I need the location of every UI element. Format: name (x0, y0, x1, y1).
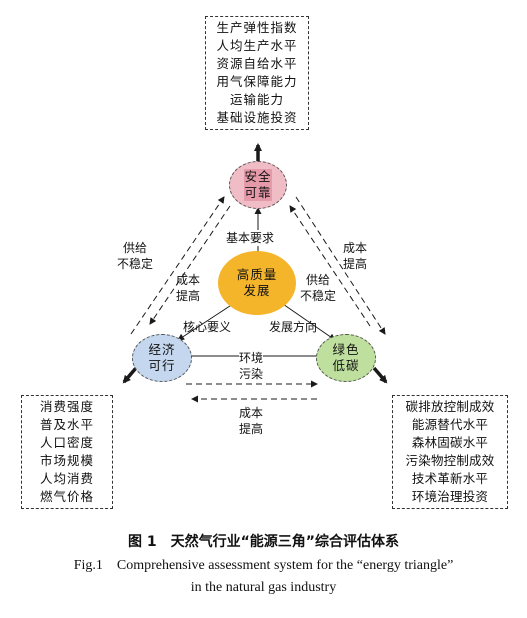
label-line: 供给 (123, 241, 148, 255)
indicator-text: 生产弹性指数 (216, 20, 298, 35)
indicator-text: 资源自给水平 (216, 56, 298, 71)
dashed-arrow-left-inner (149, 205, 231, 325)
figure-caption-english-line2: in the natural gas industry (190, 580, 337, 595)
indicator-text: 消费强度 (39, 399, 94, 414)
green-lowcarbon-node: 绿色 低碳 (316, 334, 376, 382)
label-line: 提高 (343, 257, 368, 271)
figure-caption-english-line1: Fig.1 Comprehensive assessment system fo… (73, 558, 454, 573)
label-line: 污染 (239, 367, 264, 381)
label-core-essence: 核心要义 (183, 320, 232, 334)
node-label: 安全 (244, 169, 272, 185)
node-label: 高质量 (236, 267, 278, 282)
label-basic-requirement: 基本要求 (224, 230, 277, 246)
indicator-text: 运输能力 (229, 92, 284, 107)
indicator-text: 人均生产水平 (216, 38, 298, 53)
arrow-center-to-economic (177, 301, 237, 341)
dashed-arrow-left-outer (130, 196, 225, 335)
indicator-text: 技术革新水平 (411, 471, 489, 486)
indicator-text: 人均消费 (39, 471, 94, 486)
arrow-green-to-right-box (372, 366, 388, 384)
label-supply-unstable-inner-right: 供给 不稳定 (300, 272, 336, 304)
label-line: 成本 (239, 406, 264, 420)
label-line: 提高 (239, 422, 264, 436)
label-line: 成本 (343, 241, 368, 255)
label-line: 不稳定 (300, 289, 337, 303)
indicator-text: 市场规模 (39, 453, 94, 468)
left-indicator-box: 消费强度 普及水平 人口密度 市场规模 人均消费 燃气价格 (21, 395, 113, 509)
top-indicator-box: 生产弹性指数 人均生产水平 资源自给水平 用气保障能力 运输能力 基础设施投资 (205, 16, 309, 130)
indicator-text: 燃气价格 (39, 489, 94, 504)
indicator-text: 环境治理投资 (411, 489, 489, 504)
label-development-direction: 发展方向 (269, 320, 318, 334)
node-label: 可靠 (244, 185, 272, 201)
node-label: 发展 (243, 283, 271, 298)
economic-feasible-node: 经济 可行 (132, 334, 192, 382)
node-label: 低碳 (332, 358, 360, 373)
high-quality-development-node: 高质量 发展 (218, 251, 296, 315)
label-line: 成本 (176, 273, 201, 287)
indicator-text: 森林固碳水平 (411, 435, 489, 450)
label-environmental-pollution: 环境 污染 (239, 350, 264, 382)
node-label: 经济 (148, 342, 176, 357)
safety-reliable-node: 安全 可靠 (229, 161, 287, 209)
label-line: 供给 (306, 273, 331, 287)
figure-caption-chinese: 图 1 天然气行业“能源三角”综合评估体系 (127, 534, 400, 550)
indicator-text: 碳排放控制成效 (405, 399, 495, 414)
arrow-center-to-green (279, 301, 336, 341)
node-label: 绿色 (332, 342, 360, 357)
label-line: 提高 (176, 289, 201, 303)
dashed-arrow-right-inner (289, 205, 371, 327)
label-cost-increase-outer-right: 成本 提高 (343, 240, 367, 272)
label-line: 不稳定 (117, 257, 154, 271)
indicator-text: 基础设施投资 (216, 110, 298, 125)
indicator-text: 用气保障能力 (216, 74, 298, 89)
label-cost-increase-bottom: 成本 提高 (239, 405, 263, 437)
label-supply-unstable-outer: 供给 不稳定 (117, 240, 153, 272)
indicator-text: 污染物控制成效 (405, 453, 495, 468)
indicator-text: 人口密度 (39, 435, 94, 450)
node-label: 可行 (148, 358, 176, 373)
label-cost-increase-inner-left: 成本 提高 (176, 272, 200, 304)
label-line: 环境 (239, 351, 264, 365)
dashed-arrow-right-outer (295, 196, 386, 335)
indicator-text: 普及水平 (39, 417, 94, 432)
indicator-text: 能源替代水平 (411, 417, 489, 432)
arrow-economic-to-left-box (122, 366, 138, 384)
right-indicator-box: 碳排放控制成效 能源替代水平 森林固碳水平 污染物控制成效 技术革新水平 环境治… (392, 395, 508, 509)
